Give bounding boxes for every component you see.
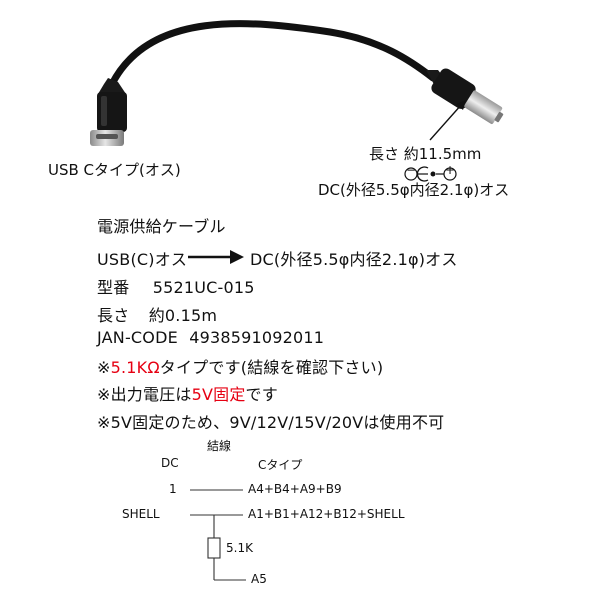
note-resistor: ※5.1KΩタイプです(結線を確認下さい) — [97, 354, 383, 378]
wiring-row-c: A4+B4+A9+B9 — [248, 482, 342, 496]
model-number-label: 型番 — [97, 278, 130, 297]
wiring-row-c: A1+B1+A12+B12+SHELL — [248, 507, 405, 521]
polarity-symbol-icon — [404, 166, 457, 182]
wiring-row-dc: 1 — [169, 482, 177, 496]
note-voltage-suffix: です — [245, 385, 278, 404]
polarity-minus-label: − — [406, 163, 417, 177]
usb-c-plug-image — [90, 78, 127, 146]
length-callout-label: 長さ 約11.5mm — [369, 145, 482, 163]
callout-line — [429, 103, 463, 141]
wiring-row-dc: SHELL — [122, 507, 160, 521]
wiring-col-dc: DC — [161, 456, 179, 470]
dc-plug-image — [426, 68, 504, 124]
jan-code-label: JAN-CODE — [97, 328, 178, 347]
cable — [108, 20, 437, 88]
note-resistor-suffix: タイプです(結線を確認下さい) — [159, 358, 384, 377]
conversion-to: DC(外径5.5φ内径2.1φ)オス — [250, 250, 458, 269]
dc-plug-label: DC(外径5.5φ内径2.1φ)オス — [318, 181, 510, 199]
product-title: 電源供給ケーブル — [97, 217, 226, 236]
model-number-row: 型番 5521UC-015 — [97, 274, 255, 298]
note-voltage-highlight: 5V固定 — [191, 385, 246, 404]
length-value: 約0.15m — [148, 306, 218, 325]
resistor-end-pin: A5 — [251, 572, 267, 586]
jan-code-row: JAN-CODE 4938591092011 — [97, 328, 324, 347]
wiring-col-c: Cタイプ — [258, 458, 303, 472]
polarity-plus-label: + — [445, 163, 456, 177]
wiring-lines — [190, 489, 246, 581]
length-label: 長さ — [97, 306, 130, 325]
wiring-title: 結線 — [207, 439, 232, 453]
model-number-value: 5521UC-015 — [152, 278, 255, 297]
conversion-from: USB(C)オス — [97, 250, 188, 269]
jan-code-value: 4938591092011 — [189, 328, 325, 347]
note-prefix: ※ — [97, 358, 111, 377]
length-row: 長さ 約0.15m — [97, 302, 217, 326]
callout-arrowhead — [456, 100, 466, 110]
conversion-arrow-icon — [188, 250, 244, 264]
note-unsupported-voltages: ※5V固定のため、9V/12V/15V/20Vは使用不可 — [97, 413, 445, 432]
resistor-label: 5.1K — [226, 541, 253, 555]
usb-c-plug-label: USB Cタイプ(オス) — [48, 161, 181, 179]
note-voltage: ※出力電圧は5V固定です — [97, 381, 278, 405]
note-resistor-highlight: 5.1KΩ — [110, 358, 160, 377]
note-voltage-prefix: ※出力電圧は — [97, 385, 192, 404]
